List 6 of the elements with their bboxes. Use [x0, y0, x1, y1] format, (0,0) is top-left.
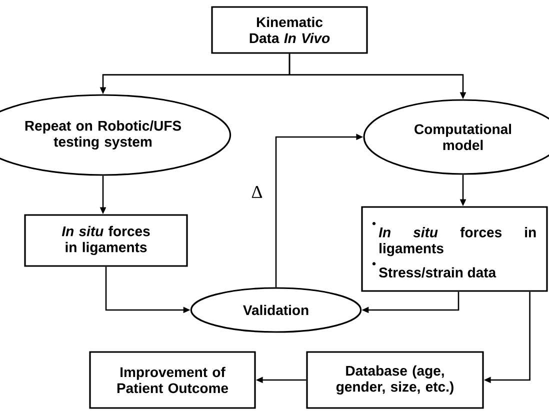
process-box: In situ forces in ligaments Stress/strain data [361, 206, 548, 292]
process-box: Database (age, gender, size, etc.) [306, 351, 484, 409]
process-box: Kinematic Data In Vivo [211, 6, 368, 54]
process-box: Improvement of Patient Outcome [89, 351, 256, 409]
process-box: In situ forces in ligaments [24, 214, 188, 267]
edge-label: Δ [250, 185, 264, 199]
